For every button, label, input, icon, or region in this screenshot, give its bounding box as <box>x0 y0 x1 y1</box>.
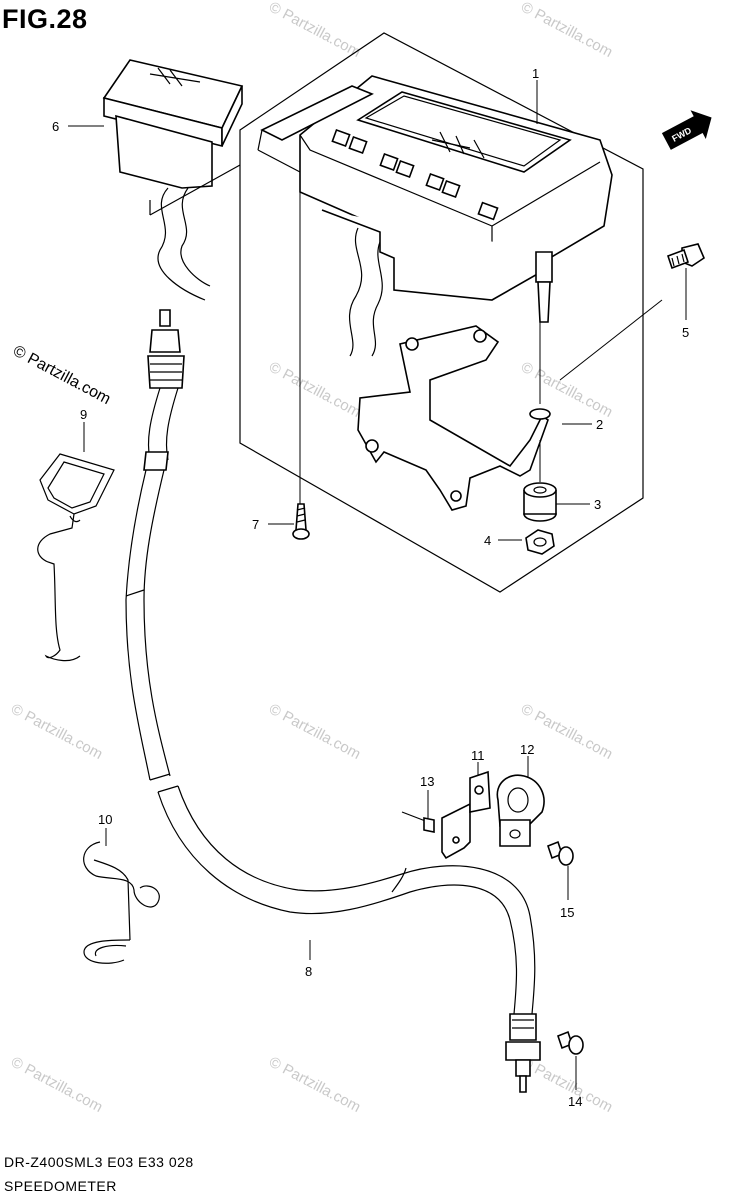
part-bolt-upper <box>666 243 705 270</box>
watermark-text: © Partzilla.com <box>518 1054 615 1116</box>
part-speedometer-cable <box>125 309 541 1093</box>
part-grommet <box>523 482 557 522</box>
watermark-text: © Partzilla.com <box>266 0 363 61</box>
callout-8: 8 <box>305 964 312 979</box>
callout-10: 10 <box>98 812 112 827</box>
watermark-text: © Partzilla.com <box>518 0 615 61</box>
assembly-outline <box>239 32 644 593</box>
arrow-icon <box>661 110 712 150</box>
callout-11: 11 <box>471 748 485 763</box>
callout-6: 6 <box>52 119 59 134</box>
part-screw <box>292 503 310 540</box>
watermark-text: © Partzilla.com <box>266 359 363 421</box>
part-screw-lower <box>557 1030 584 1055</box>
section-name: SPEEDOMETER <box>4 1178 117 1194</box>
callout-2: 2 <box>596 417 603 432</box>
watermark-text: © Partzilla.com <box>266 701 363 763</box>
figure-title: FIG.28 <box>2 4 88 34</box>
part-rivet <box>401 811 435 833</box>
callout-7: 7 <box>252 517 259 532</box>
watermark-text: © Partzilla.com <box>8 701 105 763</box>
callout-labels: 1 2 3 4 5 6 7 8 9 10 11 12 13 14 15 <box>52 66 689 1109</box>
watermark-text: © Partzilla.com <box>266 1054 363 1116</box>
callout-15: 15 <box>560 905 574 920</box>
callout-3: 3 <box>594 497 601 512</box>
part-small-bracket <box>441 770 491 860</box>
watermark-text: © Partzilla.com <box>8 1054 105 1116</box>
callout-1: 1 <box>532 66 539 81</box>
part-wire-clamp <box>37 453 115 662</box>
part-bracket <box>357 325 551 511</box>
watermark-text-dark: © Partzilla.com <box>10 343 113 409</box>
part-wire-clamp-lower <box>83 841 160 964</box>
callout-12: 12 <box>520 742 534 757</box>
part-nut <box>525 529 555 555</box>
model-code: DR-Z400SML3 E03 E33 028 <box>4 1154 194 1170</box>
callout-4: 4 <box>484 533 491 548</box>
part-clamp <box>496 774 545 847</box>
callout-14: 14 <box>568 1094 582 1109</box>
callout-9: 9 <box>80 407 87 422</box>
fwd-direction-arrow: FWD <box>661 110 712 150</box>
part-screw-right <box>547 840 574 866</box>
callout-13: 13 <box>420 774 434 789</box>
part-connector <box>102 59 244 301</box>
part-speedometer-unit <box>257 75 613 357</box>
callout-5: 5 <box>682 325 689 340</box>
leader-lines <box>68 80 687 1090</box>
